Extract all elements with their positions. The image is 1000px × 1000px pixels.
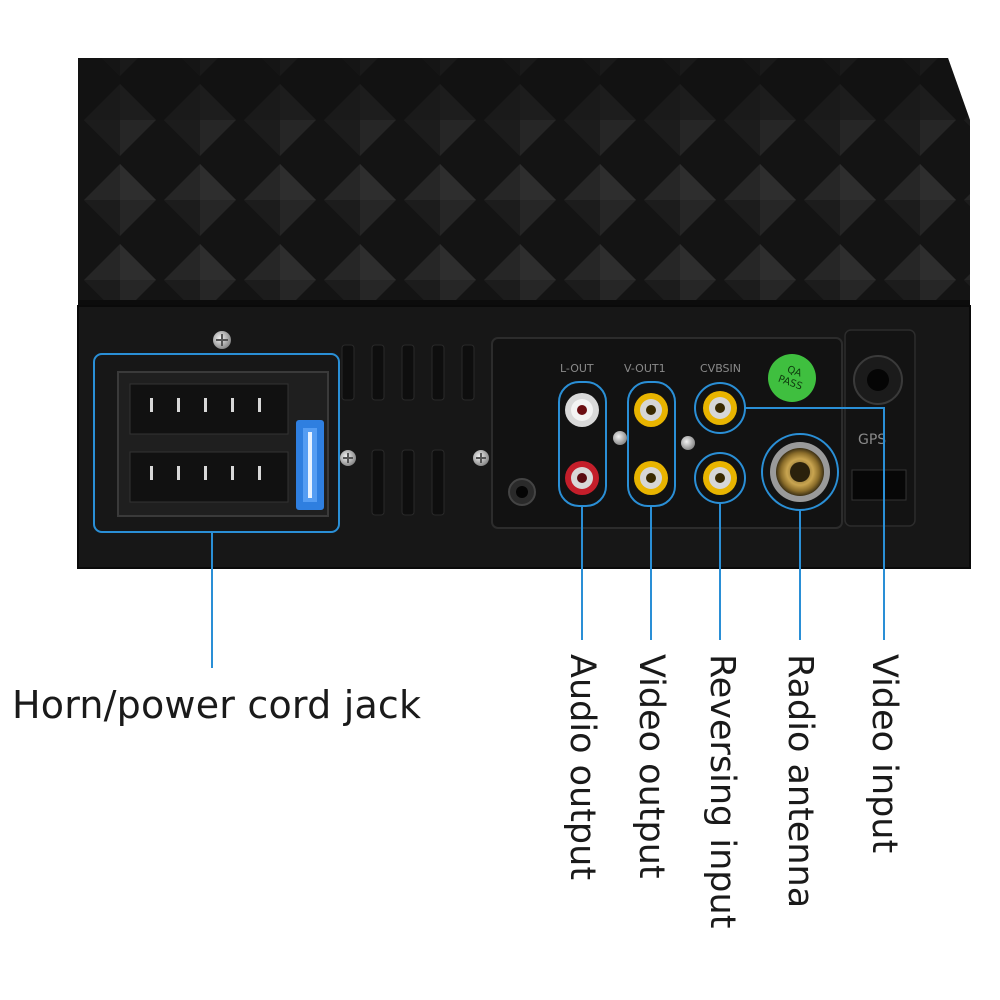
rca-video-in xyxy=(703,391,737,425)
frame-horn-power xyxy=(93,353,340,533)
iso-power-connector xyxy=(117,371,329,517)
rca-video-out-2 xyxy=(634,461,668,495)
mark-gps: GPS xyxy=(858,432,886,448)
vent-slots xyxy=(341,344,475,516)
panel-marks: L-OUT V-OUT1 CVBSIN GPS xyxy=(560,362,886,448)
mark-v-out: V-OUT1 xyxy=(624,362,666,375)
blue-fuse xyxy=(296,420,324,510)
label-reversing-input: Reversing input xyxy=(702,654,742,929)
line-video-input xyxy=(745,407,885,640)
mark-cvbs: CVBSIN xyxy=(700,362,741,375)
label-radio-antenna: Radio antenna xyxy=(780,654,820,909)
qa-line1: QA xyxy=(785,364,803,379)
gps-port xyxy=(851,355,907,501)
qa-pass-sticker: QA PASS xyxy=(768,354,816,402)
label-audio-output: Audio output xyxy=(562,654,602,881)
screw-right-of-connector xyxy=(340,450,356,466)
rca-audio-white xyxy=(565,393,599,427)
screw-center xyxy=(473,450,489,466)
mark-l-out: L-OUT xyxy=(560,362,594,375)
label-horn-power-cord-jack: Horn/power cord jack xyxy=(12,683,422,727)
screw-rca-2 xyxy=(681,436,695,450)
screw-rca-1 xyxy=(613,431,627,445)
rca-audio-red xyxy=(565,461,599,495)
radio-antenna-socket xyxy=(770,442,830,502)
mic-jack xyxy=(508,478,536,506)
heatsink-top xyxy=(78,58,970,308)
label-video-output: Video output xyxy=(631,654,671,879)
label-video-input: Video input xyxy=(864,654,904,854)
screw-top xyxy=(213,331,231,349)
callout-lines xyxy=(93,353,885,668)
rca-reversing-in xyxy=(703,461,737,495)
rca-video-out-1 xyxy=(634,393,668,427)
